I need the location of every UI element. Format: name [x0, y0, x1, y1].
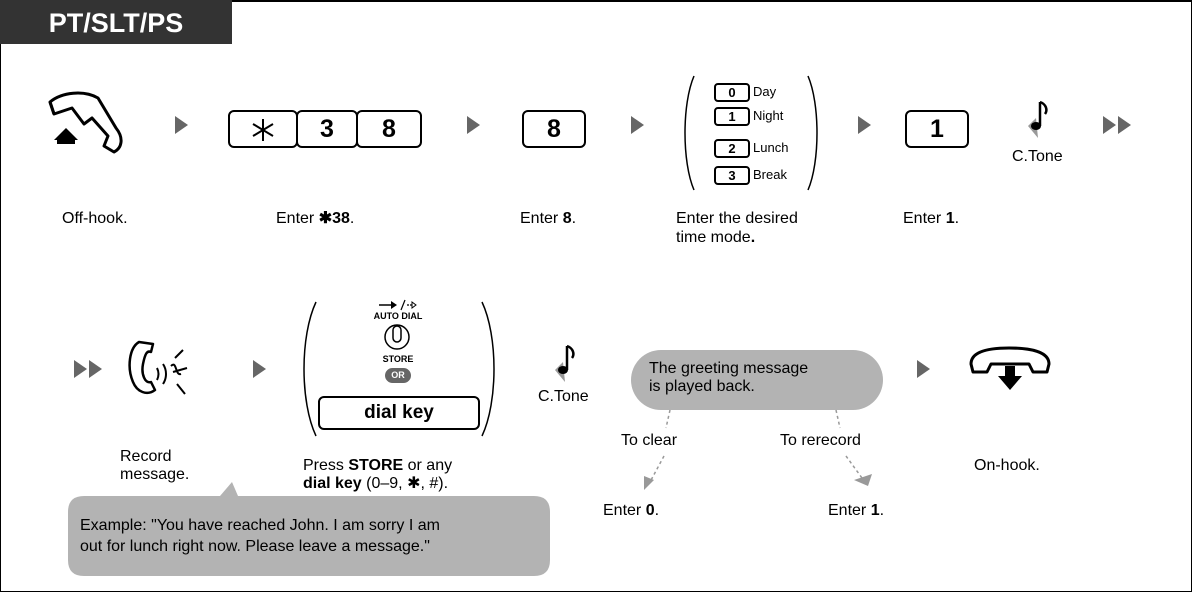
left-bracket [684, 75, 695, 191]
branch-arrows [644, 409, 872, 490]
playback-text-line2: is played back. [649, 378, 755, 395]
example-text-line1: Example: "You have reached John. I am so… [80, 517, 440, 534]
store-button-icon [384, 324, 410, 350]
option-key-0: 0 [714, 83, 750, 102]
double-arrow-part [74, 360, 87, 378]
or-badge: OR [385, 368, 411, 383]
store-label: STORE [382, 354, 414, 364]
enter-1-rerecord-label: Enter 1. [828, 502, 885, 519]
auto-dial-arrow-icon [379, 299, 417, 311]
option-key-2: 2 [714, 139, 750, 158]
on-hook-handset-icon [969, 346, 1051, 390]
star-key [228, 110, 298, 148]
example-callout-bubble [68, 482, 550, 576]
dial-key: dial key [318, 396, 480, 430]
key-1: 1 [905, 110, 969, 148]
right-bracket [807, 75, 818, 191]
key-8: 8 [356, 110, 422, 148]
flow-arrow [253, 360, 266, 378]
option-label-break: Break [753, 167, 787, 182]
auto-dial-label: AUTO DIAL [373, 311, 423, 321]
enter-8-label: Enter 8. [520, 210, 577, 227]
to-rerecord-label: To rerecord [780, 432, 861, 449]
to-clear-label: To clear [621, 432, 678, 449]
enter-0-label: Enter 0. [603, 502, 660, 519]
option-label-day: Day [753, 84, 777, 99]
enter-time-mode-label-line2: time mode. [676, 229, 756, 246]
enter-1-label: Enter 1. [903, 210, 960, 227]
double-arrow-part [1103, 116, 1116, 134]
record-message-label-line1: Record [120, 448, 172, 465]
flow-arrow [631, 116, 644, 134]
key-8-single: 8 [522, 110, 586, 148]
flow-arrow [467, 116, 480, 134]
flow-arrow [175, 116, 188, 134]
playback-bubble [631, 350, 883, 410]
ctone-label: C.Tone [538, 388, 589, 405]
on-hook-label: On-hook. [974, 457, 1040, 474]
flow-arrow [917, 360, 930, 378]
record-voice-icon [128, 340, 188, 395]
playback-text-line1: The greeting message [649, 360, 809, 377]
record-message-label-line2: message. [120, 466, 190, 483]
enter-star38-label: Enter ✱38. [276, 210, 355, 227]
option-key-1: 1 [714, 107, 750, 126]
right-bracket [481, 301, 495, 437]
double-arrow-part [89, 360, 102, 378]
press-store-label-line1: Press STORE or any [303, 457, 453, 474]
off-hook-handset-icon [48, 91, 123, 154]
confirmation-tone-icon [1028, 100, 1048, 138]
example-text-line2: out for lunch right now. Please leave a … [80, 538, 430, 555]
flow-arrow [858, 116, 871, 134]
left-bracket [303, 301, 317, 437]
option-key-3: 3 [714, 166, 750, 185]
star-icon [252, 119, 274, 142]
option-label-lunch: Lunch [753, 140, 789, 155]
option-label-night: Night [753, 108, 784, 123]
ctone-label: C.Tone [1012, 148, 1063, 165]
off-hook-label: Off-hook. [62, 210, 128, 227]
diagram-title: PT/SLT/PS [0, 0, 232, 44]
press-store-label-line2: dial key (0–9, ✱, #). [303, 475, 449, 492]
confirmation-tone-icon [555, 344, 575, 382]
key-3: 3 [296, 110, 358, 148]
enter-time-mode-label-line1: Enter the desired [676, 210, 798, 227]
double-arrow-part [1118, 116, 1131, 134]
